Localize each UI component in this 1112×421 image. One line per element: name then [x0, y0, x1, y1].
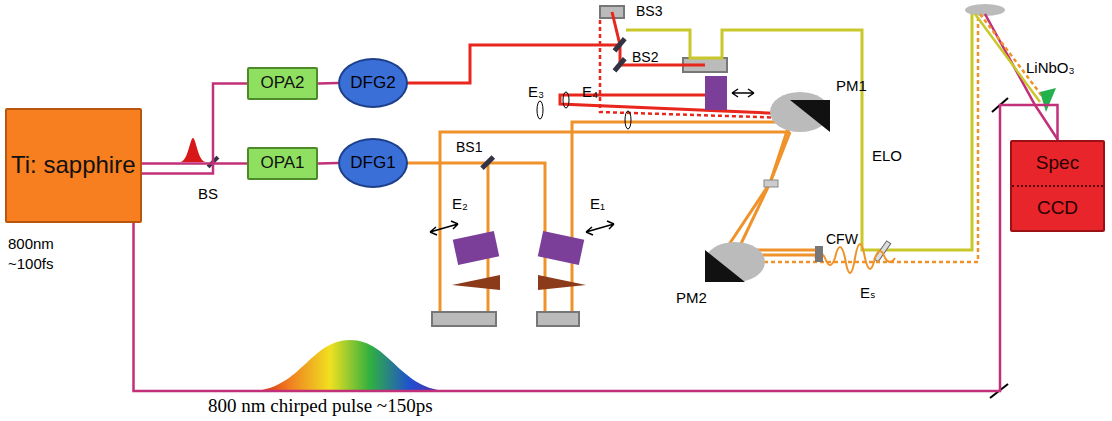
linbo3-crystal [1040, 88, 1056, 112]
label-text: BS2 [632, 50, 658, 65]
beam-splitter [480, 155, 495, 170]
label-text: BS3 [636, 4, 662, 19]
parabolic-mirror [705, 92, 830, 282]
beam-splitter [613, 57, 627, 72]
label-text: E₂ [452, 196, 468, 213]
signal-beam [722, 14, 978, 262]
label-text: ~100fs [8, 256, 53, 273]
dfg-circle: DFG1 [338, 138, 408, 188]
laser-box: Ti: sapphire [5, 108, 142, 223]
lo-beam [626, 14, 972, 250]
label-text: LiNbO₃ [1026, 60, 1075, 77]
beam-connector [142, 84, 248, 174]
retro-prism [432, 6, 727, 326]
delay-stage [705, 76, 727, 110]
node-text: Spec [1012, 142, 1103, 185]
probe-beam-dotted [600, 20, 790, 118]
node-text: Ti: sapphire [11, 152, 136, 178]
node-text: OPA2 [260, 74, 304, 93]
beam-connector [318, 163, 338, 165]
node-text: DFG2 [350, 74, 395, 93]
beam-connector [134, 105, 1058, 391]
dfg-circle: DFG2 [338, 58, 408, 108]
label-text: 800nm [8, 236, 54, 253]
thz-waveform [815, 244, 895, 273]
label-text: PM2 [676, 290, 707, 307]
sample [764, 180, 778, 187]
node-text: DFG1 [350, 154, 395, 173]
node-text: CCD [1012, 185, 1103, 230]
detection-beams [975, 14, 1058, 140]
label-text: ELO [872, 148, 902, 165]
opa-box: OPA1 [247, 147, 318, 180]
label-text: Eₛ [860, 285, 876, 302]
label-text: PM1 [836, 78, 867, 95]
pulse-icon [180, 138, 206, 162]
label-text: CFW [826, 232, 858, 247]
beam-splitter [613, 37, 627, 52]
label-text: E₄ [582, 84, 598, 101]
probe-beams [407, 12, 790, 114]
beam-connector [318, 83, 338, 85]
label-text: E₁ [590, 196, 605, 213]
opa-box: OPA2 [247, 67, 318, 100]
label-text: 800 nm chirped pulse ~150ps [208, 396, 433, 417]
pump-beams [407, 122, 815, 318]
beam-block [815, 246, 823, 262]
label-text: BS1 [456, 140, 482, 155]
chirped-pulse [250, 340, 450, 391]
label-text: E₃ [528, 84, 544, 101]
delay-stage [430, 221, 614, 290]
spectrometer-box: SpecCCD [1010, 140, 1105, 232]
stage-arrow [732, 89, 754, 97]
node-text: OPA1 [260, 154, 304, 173]
label-text: BS [198, 186, 218, 203]
beam-connector [142, 163, 248, 164]
